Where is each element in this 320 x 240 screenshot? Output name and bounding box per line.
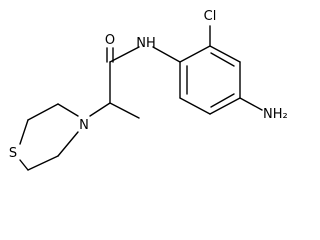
bond-aryl-amine xyxy=(239,97,263,111)
bond-carbonyl-amide xyxy=(109,46,140,63)
molecule-structure: O NH Cl NH₂ N S xyxy=(9,9,288,171)
bond-tm-s-c3 xyxy=(19,159,29,171)
sulfur-label: S xyxy=(9,146,17,161)
bond-ring-c4-c5 xyxy=(209,97,241,115)
bond-ring-c2-c3 xyxy=(209,45,241,63)
bond-tm-n-c1 xyxy=(57,103,79,117)
amide-nitrogen-label: NH xyxy=(136,36,156,51)
bond-tm-c2-s xyxy=(19,119,29,145)
bond-ring-inner-3 xyxy=(210,93,235,108)
amine-label: NH₂ xyxy=(263,107,288,122)
bond-amide-aryl xyxy=(152,46,181,63)
bond-tm-c4-n xyxy=(57,131,79,157)
ring-nitrogen-label: N xyxy=(79,118,89,133)
bond-ring-c1-c2 xyxy=(179,45,211,63)
bond-tm-c1-c2 xyxy=(27,103,59,121)
chlorine-label: Cl xyxy=(204,9,217,24)
bond-ring-c5-c6 xyxy=(179,97,211,115)
bond-alpha-methyl xyxy=(109,102,140,119)
bond-alpha-ring-nitrogen xyxy=(89,102,111,117)
bonds xyxy=(19,25,263,171)
oxygen-label: O xyxy=(105,33,115,48)
bond-ring-inner-2 xyxy=(210,52,235,67)
bond-tm-c3-c4 xyxy=(27,155,59,171)
atom-labels: O NH Cl NH₂ N S xyxy=(9,9,288,161)
